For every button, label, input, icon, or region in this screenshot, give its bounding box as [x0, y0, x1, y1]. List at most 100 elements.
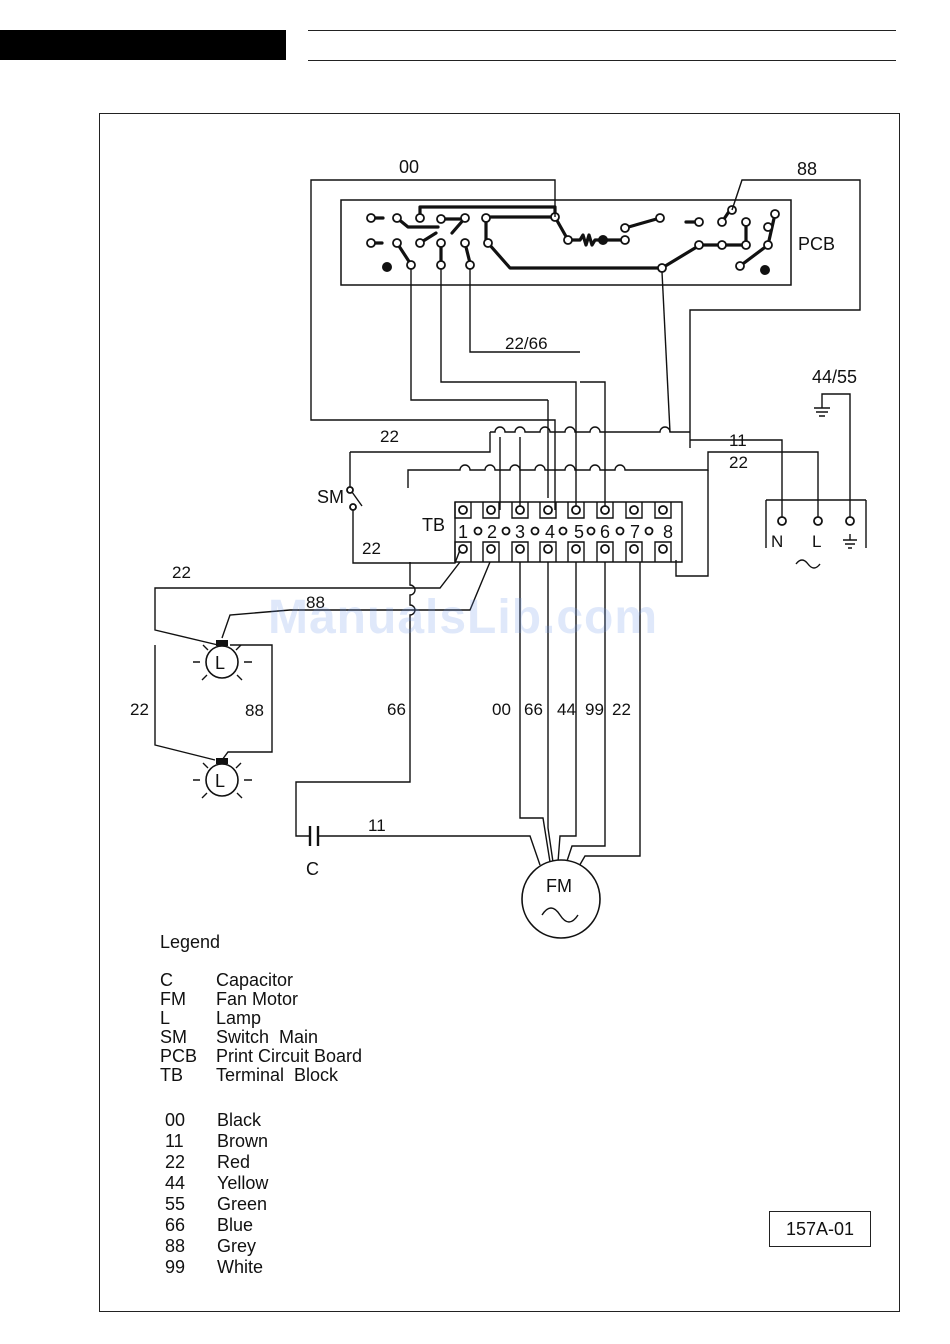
- terminal-n-label: N: [771, 532, 783, 551]
- color-code: 88: [165, 1237, 215, 1256]
- tb-terminal-6: 6: [600, 522, 610, 542]
- fan-motor: FM: [522, 860, 600, 938]
- legend-title: Legend: [160, 933, 362, 952]
- tb-link: [588, 528, 595, 535]
- legend-description: Switch Main: [216, 1028, 362, 1047]
- legend-code: TB: [160, 1066, 216, 1085]
- tb-terminal-8: 8: [663, 522, 673, 542]
- terminal-l-label: L: [812, 532, 821, 551]
- color-code: 55: [165, 1195, 215, 1214]
- tb-screw-bottom: [659, 545, 667, 553]
- terminal-block: TB 1 2 3 4 5 6 7 8: [422, 470, 708, 576]
- tb-screw-bottom: [487, 545, 495, 553]
- lamp-top-label: 22: [172, 563, 191, 582]
- capacitor: C 11: [306, 816, 540, 879]
- tb-link: [560, 528, 567, 535]
- reference-number: 157A-01: [769, 1211, 871, 1247]
- legend-code: FM: [160, 990, 216, 1009]
- tb-link: [475, 528, 482, 535]
- legend-description: Terminal Block: [216, 1066, 362, 1085]
- legend-code: SM: [160, 1028, 216, 1047]
- capacitor-label: C: [306, 859, 319, 879]
- motor-00-label: 00: [492, 700, 511, 719]
- tb-terminal-4: 4: [545, 522, 555, 542]
- sm-label: SM: [317, 487, 344, 507]
- lamp-left-label: 22: [130, 700, 149, 719]
- switch-main: SM 22 22: [317, 427, 460, 563]
- tb-screw-bottom: [601, 545, 609, 553]
- tb-terminal-7: 7: [630, 522, 640, 542]
- tb-screw-top: [601, 506, 609, 514]
- tb-screw-bottom: [516, 545, 524, 553]
- legend-row: SMSwitch Main: [160, 1028, 362, 1047]
- n-line-label: 11: [729, 431, 747, 450]
- color-name: Green: [217, 1195, 268, 1214]
- color-name: Black: [217, 1111, 268, 1130]
- legend-description: Lamp: [216, 1009, 362, 1028]
- tb-screw-top: [630, 506, 638, 514]
- supply-wire-label: 44/55: [812, 367, 857, 387]
- motor-99-label: 99: [585, 700, 604, 719]
- color-code: 66: [165, 1216, 215, 1235]
- tb-terminal-3: 3: [515, 522, 525, 542]
- color-name: Grey: [217, 1237, 268, 1256]
- motor-44-label: 44: [557, 700, 576, 719]
- supply-terminals: N L 44/55 11 22: [690, 367, 866, 568]
- tb-screw-top: [487, 506, 495, 514]
- motor-66-label: 66: [524, 700, 543, 719]
- color-code: 11: [165, 1132, 215, 1151]
- lamp-2-label: L: [215, 771, 225, 791]
- color-row: 11Brown: [165, 1132, 268, 1151]
- color-code: 22: [165, 1153, 215, 1172]
- tb-label: TB: [422, 515, 445, 535]
- tb-screw-bottom: [544, 545, 552, 553]
- lamp-1-label: L: [215, 653, 225, 673]
- tb-terminal-2: 2: [487, 522, 497, 542]
- cap-feed-label: 66: [387, 700, 406, 719]
- color-name: Red: [217, 1153, 268, 1172]
- l-line-label: 22: [729, 453, 748, 472]
- color-code: 44: [165, 1174, 215, 1193]
- pcb-top-wire-label: 00: [399, 157, 419, 177]
- color-name: Yellow: [217, 1174, 268, 1193]
- color-name: Brown: [217, 1132, 268, 1151]
- legend-code: L: [160, 1009, 216, 1028]
- tb-terminal-1: 1: [458, 522, 468, 542]
- tb-screw-top: [516, 506, 524, 514]
- color-code: 00: [165, 1111, 215, 1130]
- pcb: PCB: [341, 200, 835, 285]
- tb-screw-bottom: [572, 545, 580, 553]
- color-name: Blue: [217, 1216, 268, 1235]
- pcb-label: PCB: [798, 234, 835, 254]
- legend-row: PCBPrint Circuit Board: [160, 1047, 362, 1066]
- tb-link: [503, 528, 510, 535]
- tb-link: [532, 528, 539, 535]
- tb-screw-bottom: [630, 545, 638, 553]
- tb-screw-top: [544, 506, 552, 514]
- color-code: 99: [165, 1258, 215, 1277]
- tb-screw-top: [659, 506, 667, 514]
- tb-link: [617, 528, 624, 535]
- motor-22-label: 22: [612, 700, 631, 719]
- legend-code: PCB: [160, 1047, 216, 1066]
- sm-bottom-label: 22: [362, 539, 381, 558]
- tb-screw-bottom: [459, 545, 467, 553]
- fan-motor-label: FM: [546, 876, 572, 896]
- legend-description: Fan Motor: [216, 990, 362, 1009]
- watermark: ManualsLib.com: [268, 590, 658, 645]
- pcb-right-wire-label: 88: [797, 159, 817, 179]
- pcb-wires: [311, 180, 860, 510]
- tb-screw-top: [572, 506, 580, 514]
- legend-description: Capacitor: [216, 971, 362, 990]
